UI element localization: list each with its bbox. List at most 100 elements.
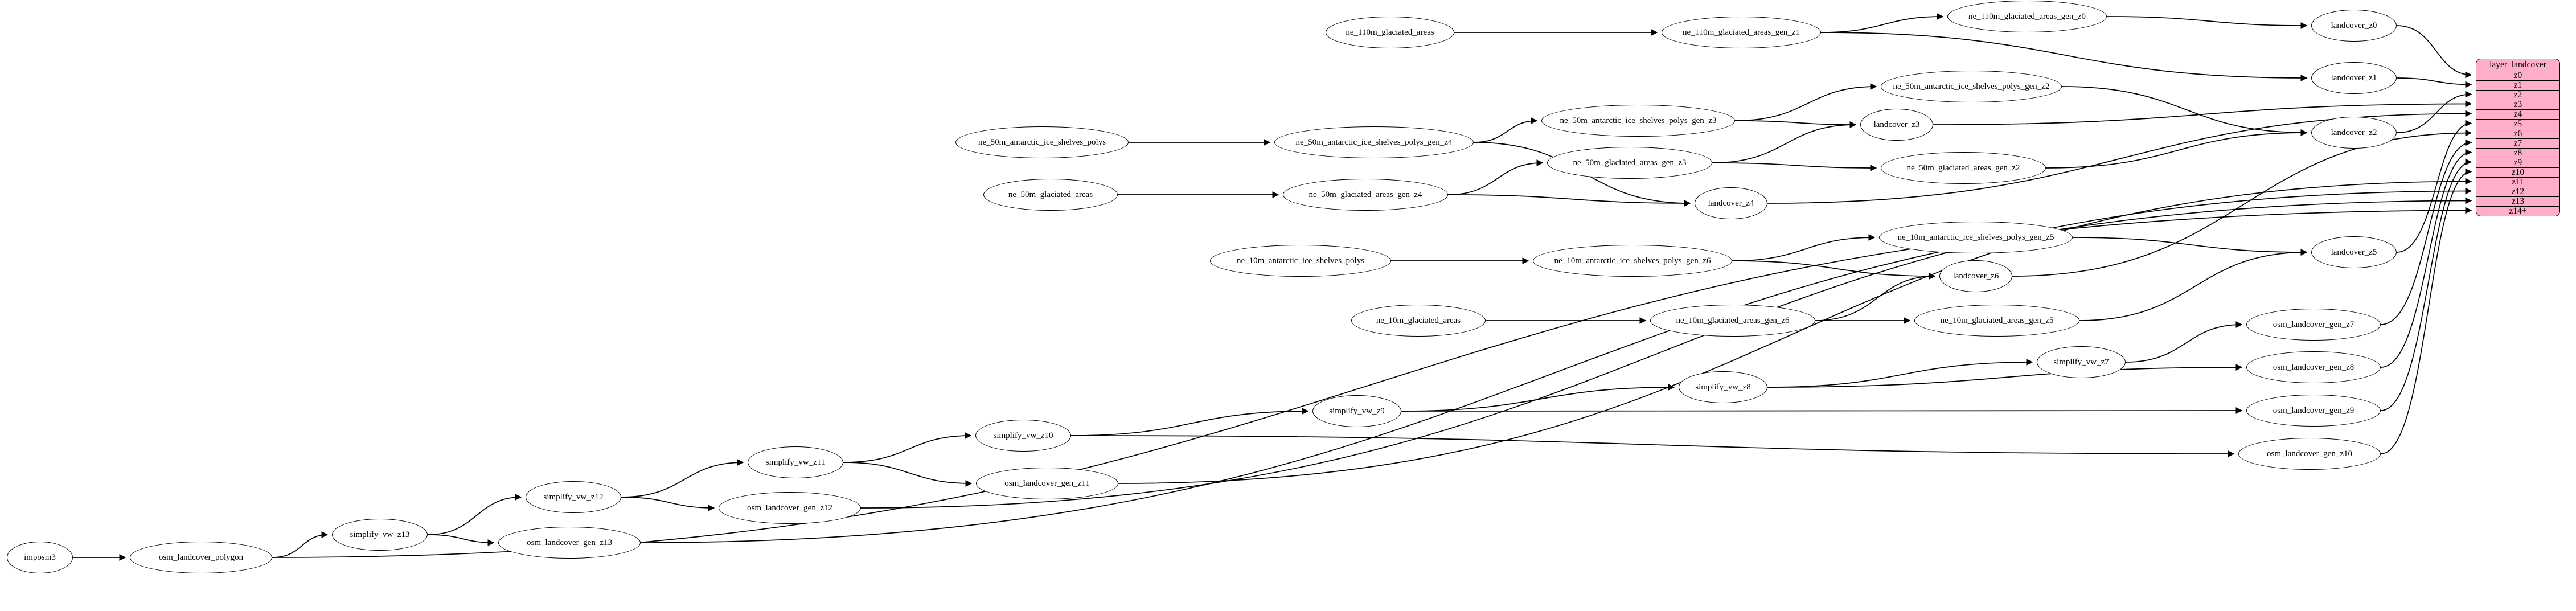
table-row[interactable]: z5 — [2476, 119, 2559, 129]
graph-node-label: ne_10m_antarctic_ice_shelves_polys_gen_z… — [1554, 256, 1711, 265]
graph-edge — [621, 459, 744, 498]
graph-node-label: simplify_vw_z8 — [1695, 382, 1751, 392]
graph-edge — [1815, 273, 1936, 321]
graph-node-simplify_vw_z10[interactable]: simplify_vw_z10 — [975, 420, 1071, 452]
graph-node-ne_50m_glaciated_areas[interactable]: ne_50m_glaciated_areas — [983, 179, 1118, 211]
graph-node-label: ne_50m_glaciated_areas_gen_z4 — [1308, 190, 1422, 199]
graph-node-label: landcover_z1 — [2331, 73, 2377, 83]
table-row[interactable]: z8 — [2476, 148, 2559, 158]
table-row[interactable]: z2 — [2476, 90, 2559, 100]
table-row[interactable]: z9 — [2476, 158, 2559, 167]
graph-node-label: ne_50m_antarctic_ice_shelves_polys_gen_z… — [1893, 81, 2050, 91]
graph-node-ne_110m_glaciated_areas_gen_z0[interactable]: ne_110m_glaciated_areas_gen_z0 — [1947, 1, 2107, 32]
graph-edge — [2380, 149, 2472, 368]
graph-edge — [2396, 77, 2472, 88]
table-row[interactable]: z1 — [2476, 80, 2559, 90]
graph-node-ne_50m_antarctic_ice_shelves_polys[interactable]: ne_50m_antarctic_ice_shelves_polys — [955, 126, 1129, 158]
graph-node-ne_10m_antarctic_ice_shelves_polys[interactable]: ne_10m_antarctic_ice_shelves_polys — [1210, 245, 1391, 277]
graph-node-landcover_z0[interactable]: landcover_z0 — [2311, 10, 2397, 42]
table-row[interactable]: z6 — [2476, 129, 2559, 138]
graph-node-label: osm_landcover_gen_z10 — [2267, 449, 2352, 458]
graph-edge — [2380, 168, 2472, 454]
graph-node-simplify_vw_z13[interactable]: simplify_vw_z13 — [332, 519, 428, 551]
graph-node-ne_10m_antarctic_ice_shelves_polys_gen_z5[interactable]: ne_10m_antarctic_ice_shelves_polys_gen_z… — [1879, 222, 2073, 253]
graph-node-osm_landcover_gen_z8[interactable]: osm_landcover_gen_z8 — [2246, 351, 2381, 383]
table-row[interactable]: z12 — [2476, 187, 2559, 196]
graph-node-ne_110m_glaciated_areas[interactable]: ne_110m_glaciated_areas — [1326, 17, 1454, 48]
graph-node-osm_landcover_gen_z10[interactable]: osm_landcover_gen_z10 — [2238, 438, 2381, 470]
graph-node-osm_landcover_polygon[interactable]: osm_landcover_polygon — [130, 542, 272, 573]
table-row[interactable]: z7 — [2476, 138, 2559, 148]
graph-node-label: simplify_vw_z11 — [765, 457, 826, 467]
graph-node-label: ne_10m_glaciated_areas_gen_z6 — [1676, 315, 1790, 325]
graph-node-ne_50m_antarctic_ice_shelves_polys_gen_z2[interactable]: ne_50m_antarctic_ice_shelves_polys_gen_z… — [1881, 71, 2062, 102]
graph-edge — [2012, 129, 2472, 277]
graph-node-imposm3[interactable]: imposm3 — [7, 542, 73, 573]
graph-edge — [1734, 120, 1857, 128]
graph-edge — [2045, 129, 2308, 169]
graph-edge — [1118, 178, 2472, 484]
table-row[interactable]: z4 — [2476, 109, 2559, 119]
graph-node-landcover_z1[interactable]: landcover_z1 — [2311, 62, 2397, 94]
graph-node-label: simplify_vw_z12 — [543, 492, 604, 502]
graph-node-simplify_vw_z8[interactable]: simplify_vw_z8 — [1679, 371, 1767, 403]
graph-edge — [1401, 384, 1675, 412]
graph-edge — [2380, 139, 2472, 325]
graph-edge — [1820, 32, 2308, 81]
graph-node-osm_landcover_gen_z11[interactable]: osm_landcover_gen_z11 — [976, 468, 1118, 499]
graph-node-ne_10m_antarctic_ice_shelves_polys_gen_z6[interactable]: ne_10m_antarctic_ice_shelves_polys_gen_z… — [1533, 245, 1732, 277]
graph-node-landcover_z6[interactable]: landcover_z6 — [1939, 260, 2012, 292]
graph-node-landcover_z2[interactable]: landcover_z2 — [2311, 117, 2397, 149]
graph-node-label: ne_110m_glaciated_areas — [1346, 27, 1434, 37]
graph-node-ne_10m_glaciated_areas_gen_z5[interactable]: ne_10m_glaciated_areas_gen_z5 — [1914, 305, 2079, 337]
table-row[interactable]: z10 — [2476, 167, 2559, 177]
graph-node-label: ne_50m_antarctic_ice_shelves_polys_gen_z… — [1295, 137, 1453, 147]
graph-node-osm_landcover_gen_z9[interactable]: osm_landcover_gen_z9 — [2246, 395, 2381, 427]
graph-edge — [2106, 16, 2308, 29]
graph-edge — [860, 187, 2472, 509]
graph-node-ne_50m_glaciated_areas_gen_z4[interactable]: ne_50m_glaciated_areas_gen_z4 — [1283, 179, 1448, 211]
graph-node-label: landcover_z2 — [2331, 128, 2377, 137]
graph-node-ne_50m_glaciated_areas_gen_z2[interactable]: ne_50m_glaciated_areas_gen_z2 — [1881, 152, 2046, 184]
graph-node-ne_50m_antarctic_ice_shelves_polys_gen_z3[interactable]: ne_50m_antarctic_ice_shelves_polys_gen_z… — [1541, 105, 1735, 137]
graph-node-landcover_z4[interactable]: landcover_z4 — [1695, 187, 1767, 219]
graph-node-landcover_z3[interactable]: landcover_z3 — [1860, 109, 1933, 141]
graph-node-label: ne_110m_glaciated_areas_gen_z0 — [1968, 11, 2086, 21]
graph-node-ne_10m_glaciated_areas[interactable]: ne_10m_glaciated_areas — [1351, 305, 1486, 337]
graph-node-label: osm_landcover_gen_z12 — [747, 503, 832, 512]
graph-node-osm_landcover_gen_z7[interactable]: osm_landcover_gen_z7 — [2246, 309, 2381, 341]
graph-node-osm_landcover_gen_z12[interactable]: osm_landcover_gen_z12 — [719, 492, 861, 524]
graph-node-ne_10m_glaciated_areas_gen_z6[interactable]: ne_10m_glaciated_areas_gen_z6 — [1650, 305, 1815, 337]
graph-edge — [1933, 100, 2472, 125]
table-row[interactable]: z11 — [2476, 177, 2559, 187]
graph-node-ne_50m_glaciated_areas_gen_z3[interactable]: ne_50m_glaciated_areas_gen_z3 — [1547, 147, 1712, 179]
graph-edge — [1734, 83, 1877, 121]
graph-node-landcover_z5[interactable]: landcover_z5 — [2311, 236, 2397, 268]
graph-edge — [2396, 25, 2472, 79]
graph-node-osm_landcover_gen_z13[interactable]: osm_landcover_gen_z13 — [498, 527, 641, 559]
graph-node-ne_110m_glaciated_areas_gen_z1[interactable]: ne_110m_glaciated_areas_gen_z1 — [1662, 17, 1821, 48]
table-header: layer_landcover — [2489, 60, 2546, 69]
graph-edge — [427, 534, 495, 546]
graph-edge — [640, 197, 2472, 543]
graph-node-label: ne_50m_antarctic_ice_shelves_polys — [978, 137, 1106, 147]
graph-node-simplify_vw_z12[interactable]: simplify_vw_z12 — [526, 481, 621, 513]
graph-edge — [1712, 162, 1877, 171]
graph-node-label: simplify_vw_z13 — [350, 530, 410, 539]
graph-node-label: ne_50m_glaciated_areas — [1008, 190, 1093, 199]
graph-edge — [427, 494, 522, 535]
graph-edge — [2396, 120, 2472, 253]
table-row[interactable]: z3 — [2476, 100, 2559, 109]
graph-node-label: osm_landcover_gen_z13 — [527, 538, 612, 547]
graph-node-label: osm_landcover_gen_z8 — [2273, 362, 2355, 372]
table-row[interactable]: z14+ — [2476, 206, 2559, 216]
graph-node-simplify_vw_z7[interactable]: simplify_vw_z7 — [2037, 346, 2126, 378]
graph-node-ne_50m_antarctic_ice_shelves_polys_gen_z4[interactable]: ne_50m_antarctic_ice_shelves_polys_gen_z… — [1274, 126, 1474, 158]
graph-node-simplify_vw_z9[interactable]: simplify_vw_z9 — [1312, 395, 1401, 427]
table-row[interactable]: z13 — [2476, 196, 2559, 206]
graph-node-label: imposm3 — [24, 552, 56, 562]
graph-node-simplify_vw_z11[interactable]: simplify_vw_z11 — [748, 446, 843, 478]
table-row[interactable]: z0 — [2476, 71, 2559, 80]
